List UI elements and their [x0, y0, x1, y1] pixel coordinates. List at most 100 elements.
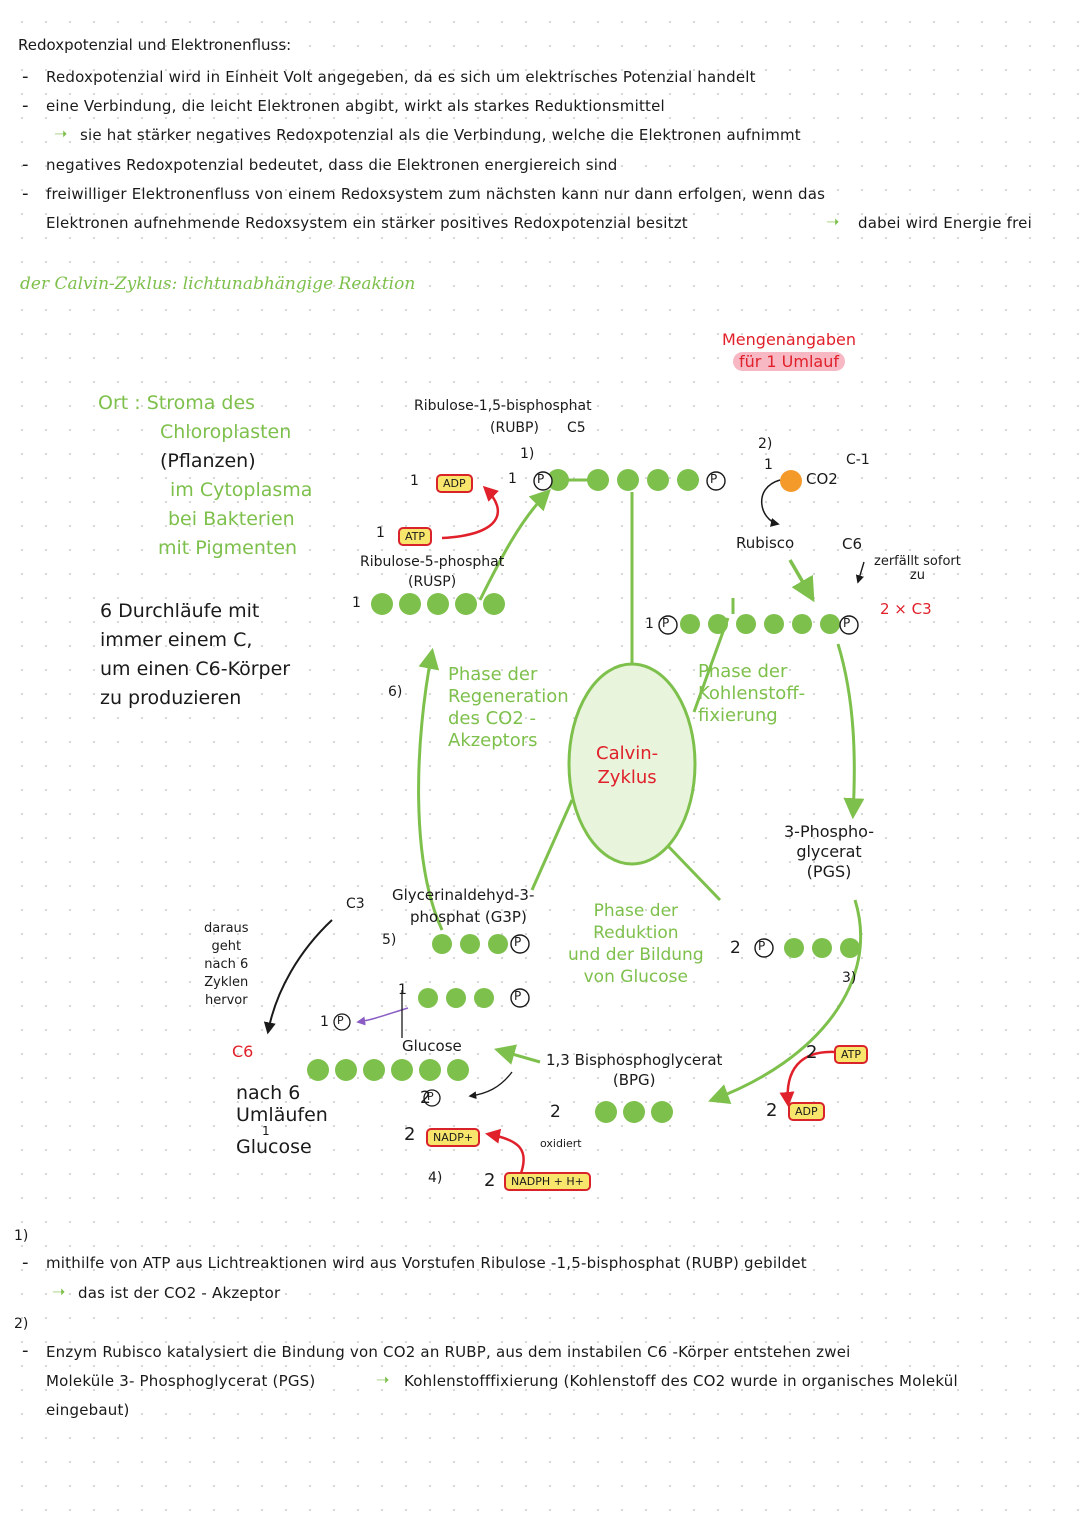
bullet-dash: -: [22, 1340, 29, 1361]
co2-molecule: [780, 470, 802, 492]
phosphate-label: P: [758, 939, 766, 953]
calvin-label: Calvin- Zyklus: [596, 743, 659, 788]
arrow-icon: ➝: [54, 124, 68, 143]
phosphate-label: P: [337, 1014, 344, 1027]
zerfaellt-arrow: [855, 561, 865, 584]
phosphate-icon: [423, 1089, 441, 1107]
count-2: 2: [806, 1042, 818, 1063]
atp-badge-bottom: ATP: [834, 1045, 869, 1064]
co2-label: CO2: [806, 470, 838, 488]
rubisco-arrow: [788, 559, 815, 603]
co2-arrow: [760, 479, 781, 527]
count-2: 2: [404, 1124, 416, 1145]
arrow-icon: ➝: [376, 1370, 390, 1389]
pgs-label: 3-Phospho- glycerat (PGS): [784, 822, 875, 881]
bullet-dash: -: [22, 154, 29, 175]
count-1: 1: [508, 471, 517, 487]
daraus-arrow: [263, 919, 333, 1035]
phosphate-icon: [839, 615, 859, 635]
footnote-2-line-3: Kohlenstofffixierung (Kohlenstoff des CO…: [404, 1372, 958, 1390]
step-label-5: 5): [382, 932, 397, 948]
count-1: 1: [645, 616, 654, 632]
regeneration-arrow: [417, 647, 444, 931]
durchlaeufe-note: 6 Durchläufe mit immer einem C, um einen…: [100, 600, 291, 709]
rusp-to-rubp-arrow: [478, 489, 551, 601]
spoke-right: [692, 617, 730, 713]
spoke-bottom-right: [666, 844, 722, 902]
step-label-1: 1): [520, 446, 535, 462]
count-1: 1: [398, 982, 407, 998]
count-1: 1: [410, 473, 419, 489]
nadph-badge: NADPH + H+: [504, 1172, 591, 1191]
note-line-3: sie hat stärker negatives Redoxpotenzial…: [80, 126, 801, 144]
rubisco-label: Rubisco: [736, 534, 795, 552]
footnote-2-line-2: Moleküle 3- Phosphoglycerat (PGS): [46, 1372, 316, 1390]
note-line-7: dabei wird Energie frei: [858, 214, 1032, 232]
count-1: 1: [764, 457, 773, 473]
bullet-dash: -: [22, 95, 29, 116]
phase-regeneration: Phase der Regeneration des CO2 - Akzepto…: [448, 664, 569, 751]
phosphate-label: P: [514, 989, 522, 1003]
daraus-label: daraus geht nach 6 Zyklen hervor: [204, 921, 249, 1008]
count-1: 1: [352, 595, 361, 611]
footnote-2-line-4: eingebaut): [46, 1401, 130, 1419]
c6-top-label: C6: [842, 535, 863, 553]
g3p-molecule: [432, 934, 530, 954]
phosphate-label: P: [662, 616, 670, 630]
ort-label: Ort : Stroma des Chloroplasten (Pflanzen…: [98, 392, 313, 559]
note-line-2: eine Verbindung, die leicht Elektronen a…: [46, 97, 665, 115]
note-line-1: Redoxpotenzial wird in Einheit Volt ange…: [46, 68, 756, 86]
count-2: 2: [550, 1102, 561, 1122]
phosphate-icon: [510, 988, 530, 1008]
phosphate-icon: [333, 1013, 351, 1031]
bpg-label: 1,3 Bisphosphoglycerat (BPG): [546, 1051, 723, 1089]
quantity-note: Mengenangaben für 1 Umlauf: [722, 330, 856, 371]
atp-to-adp-arrow: [441, 485, 500, 540]
arrow-icon: ➝: [52, 1282, 66, 1301]
phase-fixierung: Phase der Kohlenstoff- fixierung: [698, 661, 806, 726]
nadph-to-nadp-arrow: [485, 1128, 525, 1177]
phosphate-label: P: [843, 616, 851, 630]
phase-reduktion: Phase der Reduktion und der Bildung von …: [568, 901, 704, 987]
nadp-badge: NADP+: [426, 1128, 481, 1147]
rubp-label: Ribulose-1,5-bisphosphat (RUBP)C5: [414, 398, 592, 436]
count-1: 1: [376, 525, 385, 541]
phosphate-label: P: [427, 1090, 434, 1103]
g3p-molecule-2: [418, 988, 530, 1008]
rubp-molecule: [533, 469, 726, 491]
phosphate-label: P: [710, 472, 718, 486]
pgs-molecule: [754, 938, 860, 958]
step-label-3: 3): [842, 970, 857, 986]
count-1: 1: [320, 1014, 329, 1030]
glucose-molecule: [307, 1059, 469, 1081]
note-line-4: negatives Redoxpotenzial bedeutet, dass …: [46, 156, 618, 174]
step-label-4: 4): [428, 1170, 443, 1186]
atp-badge: ATP: [398, 527, 433, 546]
footnote-1-marker: 1): [14, 1228, 29, 1244]
rusp-molecule: [371, 593, 505, 615]
phosphate-release-arrow: [468, 1071, 513, 1100]
step-label-6: 6): [388, 684, 403, 700]
adp-badge: ADP: [436, 474, 473, 493]
count-2: 2: [484, 1170, 496, 1191]
step-label-2: 2): [758, 436, 773, 452]
adp-badge-bottom: ADP: [788, 1102, 825, 1121]
glucose-label: Glucose: [402, 1037, 462, 1055]
count-2: 2: [766, 1100, 778, 1121]
phosphate-icon: [658, 615, 678, 635]
note-line-5: freiwilliger Elektronenfluss von einem R…: [46, 185, 826, 203]
phosphate-label: P: [514, 935, 522, 949]
footnote-2-marker: 2): [14, 1316, 29, 1332]
c6-molecule: [658, 598, 859, 635]
bpg-to-g3p-arrow: [493, 1044, 541, 1065]
footnote-2-line-1: Enzym Rubisco katalysiert die Bindung vo…: [46, 1343, 851, 1361]
footnote-1-line-2: das ist der CO2 - Akzeptor: [78, 1284, 281, 1302]
atp-adp-arrow-bottom: [779, 1050, 837, 1107]
bullet-dash: -: [22, 183, 29, 204]
c1-label: C-1: [846, 452, 870, 468]
count-2: 2: [420, 1088, 431, 1108]
footnote-1-line-1: mithilfe von ATP aus Lichtreaktionen wir…: [46, 1254, 807, 1272]
purple-phosphate-arrow: [356, 1007, 409, 1026]
oxidiert-label: oxidiert: [540, 1137, 582, 1150]
